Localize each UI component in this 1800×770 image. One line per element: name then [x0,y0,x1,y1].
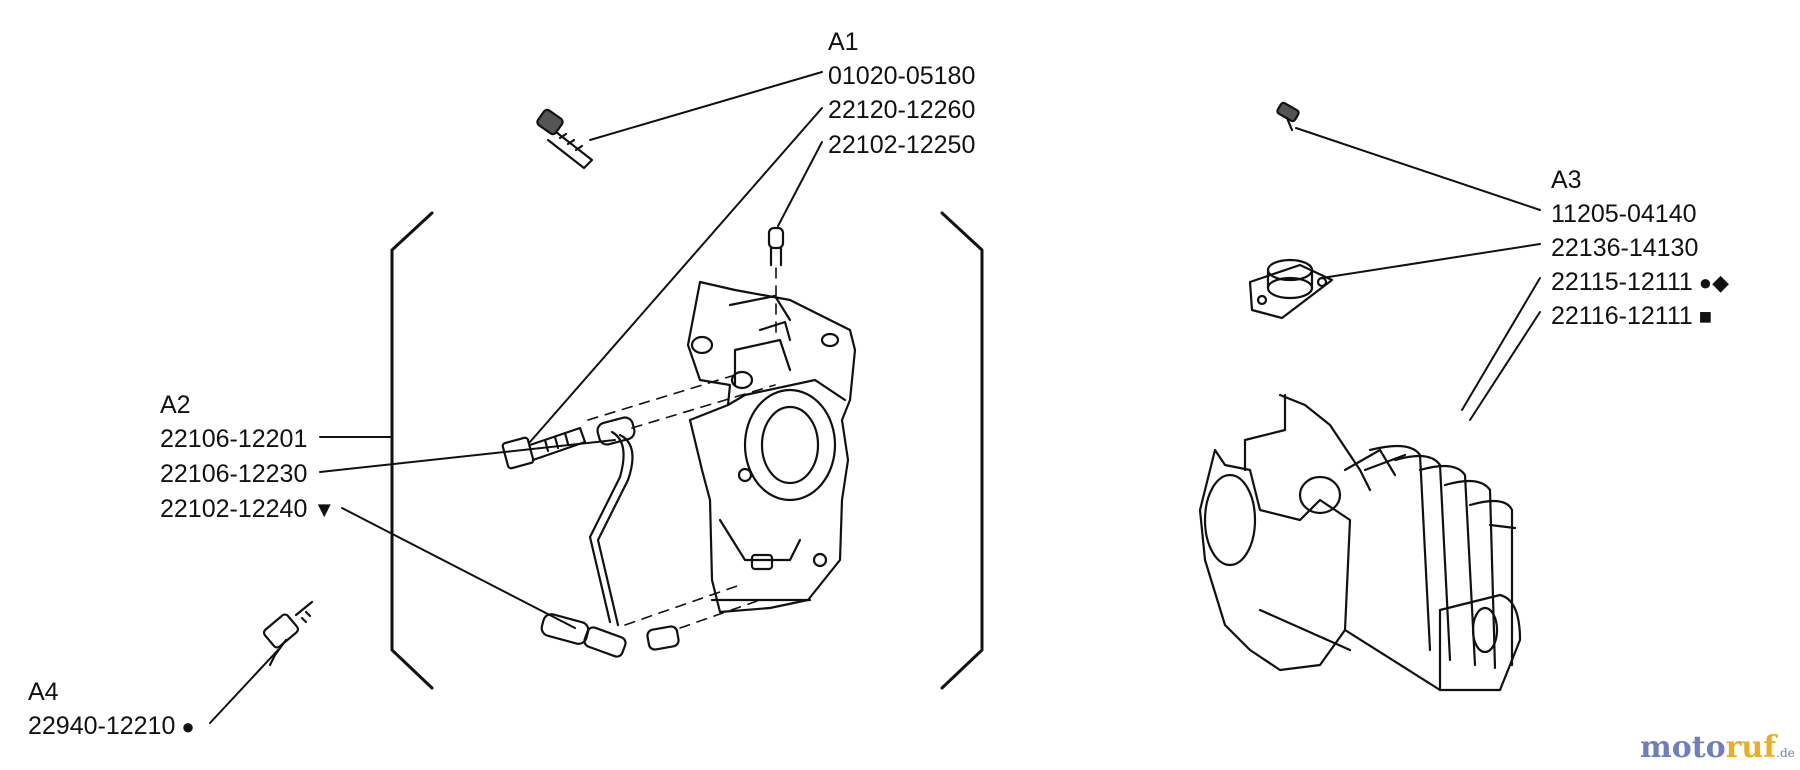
small-screw-icon [1276,101,1300,132]
circle-marker-icon: ● [181,714,195,739]
part-number-row: 22102-12240▼ [160,497,335,522]
part-number-label[interactable]: 22115-12111 [1551,268,1693,296]
group-title-a2: A2 [160,391,191,419]
oil-tube-icon [540,416,680,658]
part-number-label[interactable]: 11205-04140 [1551,200,1697,228]
spark-plug-icon [262,600,314,667]
crankcase-half-icon [686,280,857,614]
group-title-a1: A1 [828,28,859,56]
alignment-lines [587,267,777,629]
triangle-marker-icon: ▼ [313,497,336,522]
pin-icon [767,226,785,267]
part-number-label[interactable]: 22120-12260 [828,96,976,124]
cap-seal-icon [1248,258,1334,320]
leader-lines [209,71,1541,724]
part-number-row: 22115-12111●◆ [1551,270,1729,295]
square-marker-icon: ■ [1698,304,1713,329]
part-number-label[interactable]: 01020-05180 [828,62,976,90]
group-title-a3: A3 [1551,166,1582,194]
circle-diamond-marker-icon: ●◆ [1698,270,1730,295]
part-number-row: 22940-12210● [28,714,195,739]
bolt-icon [536,108,594,170]
brand-text-part-a: moto [1640,730,1726,765]
part-number-label[interactable]: 22102-12250 [828,131,976,159]
cylinder-icon [1198,393,1522,692]
part-number-label[interactable]: 22106-12230 [160,460,308,488]
group-title-a4: A4 [28,678,59,706]
brand-text-part-b: ruf [1725,730,1777,765]
part-number-label[interactable]: 22116-12111 [1551,302,1693,330]
part-number-label[interactable]: 22102-12240 [160,495,308,523]
part-number-row: 22116-12111■ [1551,304,1712,329]
part-number-label[interactable]: 22136-14130 [1551,234,1699,262]
assembly-brackets [390,211,984,690]
brand-watermark-logo: motoruf.de [1640,730,1795,765]
brand-suffix: .de [1776,746,1795,760]
part-number-label[interactable]: 22106-12201 [160,425,308,453]
part-number-label[interactable]: 22940-12210 [28,712,176,740]
